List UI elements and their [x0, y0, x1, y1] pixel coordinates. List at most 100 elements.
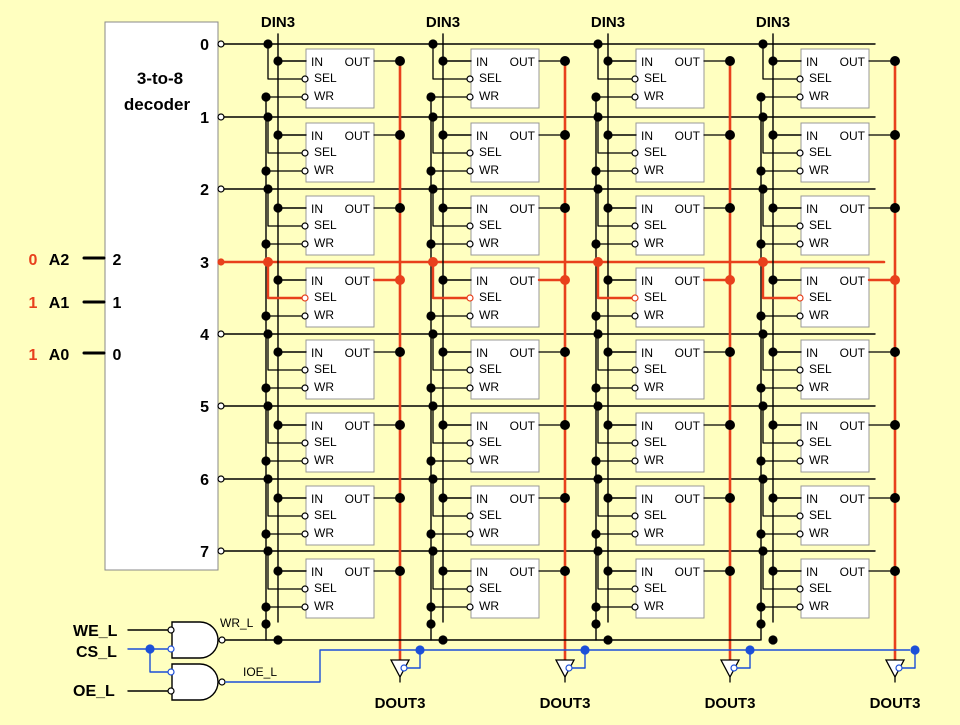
cell-wr-label: WR	[479, 89, 499, 103]
cell-in-label: IN	[641, 419, 653, 433]
memory-cell	[305, 339, 375, 400]
junction-dot	[273, 347, 283, 357]
cell-wr-label: WR	[644, 163, 664, 177]
junction-dot	[591, 602, 601, 612]
cell-in-label: IN	[806, 419, 818, 433]
cell-sel-wire	[432, 44, 468, 80]
cell-sel-wire	[762, 551, 798, 590]
junction-dot	[890, 347, 900, 357]
cell-sel-wire	[267, 334, 303, 371]
cell-out-label: OUT	[675, 202, 701, 216]
sel-bubble	[796, 585, 804, 593]
cell-sel-label: SEL	[479, 435, 502, 449]
cell-out-label: OUT	[840, 274, 866, 288]
cell-sel-label: SEL	[809, 435, 832, 449]
cell-out-label: OUT	[675, 129, 701, 143]
cell-sel-wire	[267, 44, 303, 80]
cell-in-label: IN	[311, 129, 323, 143]
oe-label: OE_L	[73, 683, 115, 700]
cell-sel-wire	[597, 117, 633, 154]
cell-in-label: IN	[806, 129, 818, 143]
junction-dot	[768, 275, 778, 285]
cell-sel-label: SEL	[644, 508, 667, 522]
junction-dot	[725, 56, 735, 66]
cs-branch	[149, 649, 169, 673]
junction-dot	[725, 420, 735, 430]
dout-label: DOUT3	[705, 695, 756, 712]
cell-sel-wire	[431, 262, 468, 300]
wr-bubble	[466, 457, 474, 465]
cell-in-label: IN	[806, 565, 818, 579]
junction-dot	[560, 347, 570, 357]
memory-cell	[800, 485, 870, 546]
gate-bubble	[218, 636, 226, 644]
junction-dot	[725, 566, 735, 576]
cell-sel-wire	[432, 479, 468, 517]
cell-wr-label: WR	[314, 380, 334, 394]
wr-bubble	[466, 384, 474, 392]
sel-bubble	[301, 222, 309, 230]
decoder-output-label: 0	[200, 37, 209, 54]
junction-dot	[756, 529, 766, 539]
input-a2-value: 0	[29, 252, 38, 269]
cell-out-label: OUT	[675, 492, 701, 506]
cell-out-label: OUT	[840, 346, 866, 360]
decoder-output-label: 1	[200, 110, 209, 127]
junction-dot	[263, 112, 273, 122]
cell-in-label: IN	[476, 129, 488, 143]
cell-out-label: OUT	[510, 492, 536, 506]
junction-dot	[768, 420, 778, 430]
sel-bubble	[466, 75, 474, 83]
junction-dot	[768, 56, 778, 66]
cell-sel-label: SEL	[314, 362, 337, 376]
cell-sel-wire	[267, 551, 303, 590]
junction-dot	[426, 239, 436, 249]
wr-bubble	[631, 93, 639, 101]
cell-out-label: OUT	[345, 346, 371, 360]
junction-dot	[261, 92, 271, 102]
junction-dot	[428, 474, 438, 484]
cell-sel-wire	[762, 406, 798, 444]
dout-label: DOUT3	[375, 695, 426, 712]
junction-dot	[438, 493, 448, 503]
cell-in-label: IN	[311, 346, 323, 360]
cell-sel-wire	[597, 44, 633, 80]
junction-dot	[263, 401, 273, 411]
cell-wr-label: WR	[479, 453, 499, 467]
cell-sel-label: SEL	[479, 508, 502, 522]
cell-sel-wire	[432, 334, 468, 371]
wr-bubble	[301, 457, 309, 465]
cell-in-label: IN	[641, 346, 653, 360]
memory-cell	[800, 558, 870, 619]
junction-dot	[603, 56, 613, 66]
cell-in-label: IN	[311, 565, 323, 579]
decoder-output-bubble	[217, 113, 225, 121]
din-label: DIN3	[591, 14, 625, 31]
wr-bubble	[631, 457, 639, 465]
sel-bubble	[466, 149, 474, 157]
junction-dot	[725, 130, 735, 140]
junction-dot	[273, 56, 283, 66]
wr-bubble	[796, 603, 804, 611]
wr-bubble	[301, 240, 309, 248]
junction-dot	[261, 619, 271, 629]
cell-sel-wire	[597, 189, 633, 227]
junction-dot	[725, 275, 735, 285]
wr-bubble	[466, 240, 474, 248]
active-output-marker	[218, 259, 224, 265]
gate-input-bubble	[167, 626, 175, 634]
cell-in-label: IN	[806, 202, 818, 216]
decoder-output-label: 4	[200, 327, 209, 344]
junction-dot	[593, 329, 603, 339]
decoder-output-label: 6	[200, 472, 209, 489]
wr-bubble	[631, 312, 639, 320]
cell-in-label: IN	[641, 202, 653, 216]
junction-dot	[890, 130, 900, 140]
cell-in-label: IN	[641, 565, 653, 579]
wr-bubble	[796, 93, 804, 101]
din-label: DIN3	[261, 14, 295, 31]
wr-bubble	[301, 312, 309, 320]
junction-dot	[261, 529, 271, 539]
junction-dot	[438, 347, 448, 357]
junction-dot	[768, 203, 778, 213]
